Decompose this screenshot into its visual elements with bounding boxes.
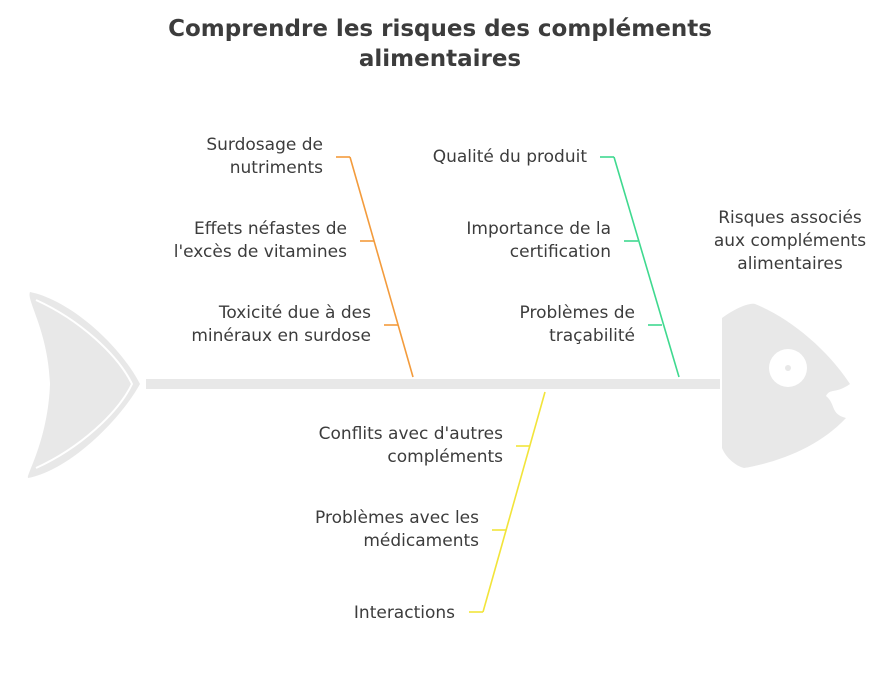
cause-label: Problèmes de traçabilité — [519, 303, 635, 346]
cause-label: Importance de la certification — [466, 219, 611, 262]
branch-orange-bone — [349, 156, 414, 378]
fish-spine — [146, 379, 720, 389]
fish-tail — [27, 292, 140, 478]
diagram-title: Comprendre les risques des compléments a… — [168, 16, 712, 72]
cause-label: Conflits avec d'autres compléments — [318, 424, 503, 467]
cause-label: Problèmes avec les médicaments — [315, 508, 479, 551]
cause-label: Surdosage de nutriments — [206, 135, 323, 178]
fish-pupil — [785, 365, 791, 371]
cause-label: Interactions — [353, 603, 455, 623]
cause-label: Effets néfastes de l'excès de vitamines — [173, 219, 347, 262]
effect-label: Risques associés aux compléments aliment… — [713, 208, 867, 274]
cause-label: Qualité du produit — [432, 147, 587, 167]
branch-yellow — [469, 391, 546, 613]
branch-orange — [336, 156, 414, 378]
branch-yellow-bone — [482, 391, 546, 613]
cause-label: Toxicité due à des minéraux en surdose — [191, 303, 371, 346]
branch-green-bone — [613, 156, 680, 378]
branch-green — [600, 156, 680, 378]
fish-tail-inner-line — [35, 299, 134, 469]
